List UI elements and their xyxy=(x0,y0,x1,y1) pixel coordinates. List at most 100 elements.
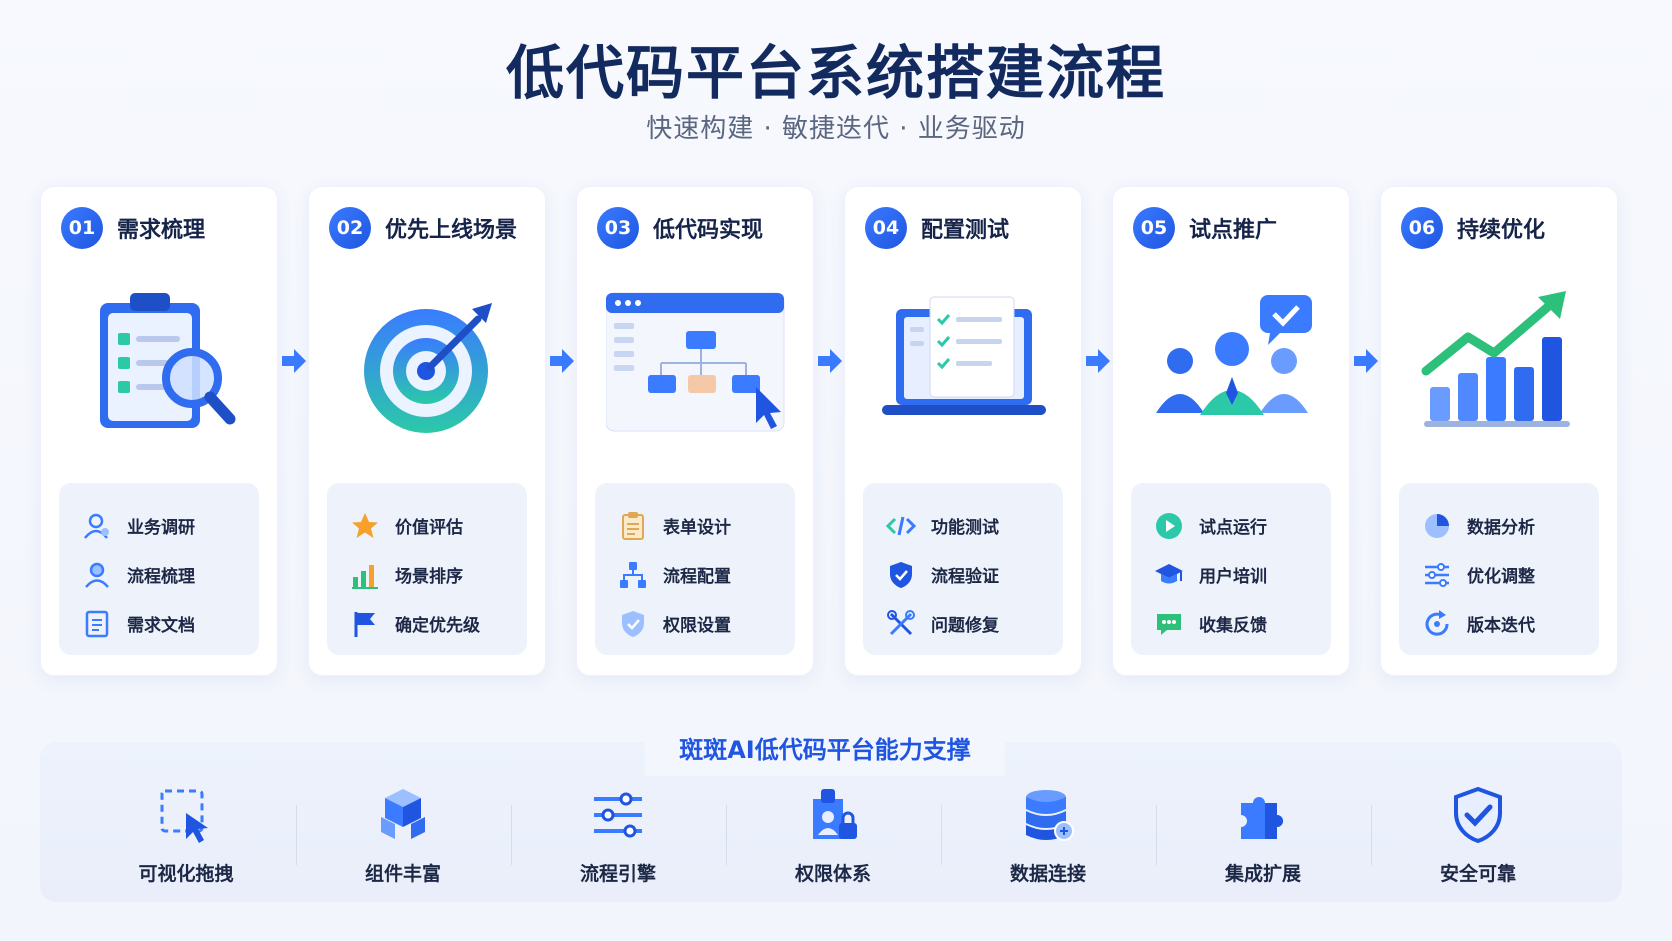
list-item: 权限设置 xyxy=(617,599,795,648)
capability-item: 数据连接 xyxy=(958,785,1138,886)
task-label: 需求文档 xyxy=(127,616,195,636)
flow-editor-icon xyxy=(606,292,785,432)
step-number: 02 xyxy=(329,207,371,249)
task-label: 问题修复 xyxy=(931,616,999,636)
task-label: 功能测试 xyxy=(931,518,999,538)
star-icon xyxy=(352,512,378,538)
team-icon xyxy=(1156,295,1312,415)
cubes-icon xyxy=(381,789,425,839)
list-item: 问题修复 xyxy=(885,599,1063,648)
capability-label: 数据连接 xyxy=(1009,863,1086,885)
list-item: 数据分析 xyxy=(1421,501,1599,550)
list-item: 需求文档 xyxy=(81,599,259,648)
list-item: 收集反馈 xyxy=(1153,599,1331,648)
divider xyxy=(726,805,727,865)
list-item: 价值评估 xyxy=(349,501,527,550)
list-item: 流程验证 xyxy=(885,550,1063,599)
flow-icon xyxy=(620,561,646,588)
list-item: 业务调研 xyxy=(81,501,259,550)
step-number: 06 xyxy=(1401,207,1443,249)
clipboard-search-icon xyxy=(100,293,236,428)
play-icon xyxy=(1156,512,1182,539)
task-label: 确定优先级 xyxy=(395,616,480,636)
form-icon xyxy=(622,511,644,540)
capability-label: 安全可靠 xyxy=(1439,863,1516,885)
task-label: 流程梳理 xyxy=(127,567,195,587)
task-label: 价值评估 xyxy=(395,518,463,538)
capability-label: 权限体系 xyxy=(794,863,871,885)
puzzle-icon xyxy=(1241,797,1283,839)
step-title: 需求梳理 xyxy=(117,218,206,243)
step-number: 01 xyxy=(61,207,103,249)
task-label: 权限设置 xyxy=(663,616,731,636)
sliders-icon xyxy=(1425,562,1449,587)
capability-item: 集成扩展 xyxy=(1173,785,1353,886)
list-item: 流程配置 xyxy=(617,550,795,599)
step-number: 05 xyxy=(1133,207,1175,249)
list-item: 确定优先级 xyxy=(349,599,527,648)
step-card-2: 02 优先上线场景 价值评估 场景排序 确定优先级 xyxy=(308,186,546,676)
capability-item: 组件丰富 xyxy=(313,785,493,886)
step-number: 03 xyxy=(597,207,639,249)
pie-chart-icon xyxy=(1425,513,1449,538)
user-lock-icon xyxy=(813,789,857,839)
divider xyxy=(296,805,297,865)
list-item: 场景排序 xyxy=(349,550,527,599)
arrow-right-icon xyxy=(282,349,306,373)
divider xyxy=(1156,805,1157,865)
capability-item: 流程引擎 xyxy=(528,785,708,886)
step-task-list: 表单设计 流程配置 权限设置 xyxy=(595,483,795,655)
list-item: 试点运行 xyxy=(1153,501,1331,550)
user-flow-icon xyxy=(85,562,109,588)
shield-icon xyxy=(622,610,644,637)
laptop-checklist-icon xyxy=(882,296,1046,415)
growth-chart-icon xyxy=(1421,291,1570,427)
task-label: 流程配置 xyxy=(663,567,731,587)
step-card-5: 05 试点推广 试点运行 用户培训 xyxy=(1112,186,1350,676)
step-title: 持续优化 xyxy=(1457,218,1546,243)
capability-label: 集成扩展 xyxy=(1224,863,1301,885)
task-label: 业务调研 xyxy=(127,518,195,538)
document-icon xyxy=(85,610,109,637)
arrow-right-icon xyxy=(1086,349,1110,373)
step-task-list: 数据分析 优化调整 版本迭代 xyxy=(1399,483,1599,655)
step-card-4: 04 配置测试 功能测试 流程验证 xyxy=(844,186,1082,676)
step-card-1: 01 需求梳理 业务调研 流程梳理 xyxy=(40,186,278,676)
task-label: 表单设计 xyxy=(663,518,731,538)
task-label: 优化调整 xyxy=(1467,567,1535,587)
capability-label: 流程引擎 xyxy=(579,863,656,885)
step-card-6: 06 持续优化 数据分析 优化调整 版本迭代 xyxy=(1380,186,1618,676)
arrow-right-icon xyxy=(818,349,842,373)
step-task-list: 功能测试 流程验证 问题修复 xyxy=(863,483,1063,655)
step-card-3: 03 低代码实现 表单设计 xyxy=(576,186,814,676)
graduation-cap-icon xyxy=(1155,563,1183,583)
list-item: 优化调整 xyxy=(1421,550,1599,599)
divider xyxy=(1371,805,1372,865)
target-icon xyxy=(364,303,492,433)
bar-chart-icon xyxy=(352,564,378,589)
capability-item: 权限体系 xyxy=(743,785,923,886)
task-label: 试点运行 xyxy=(1199,518,1267,538)
step-number: 04 xyxy=(865,207,907,249)
support-title: 斑斑AI低代码平台能力支撑 xyxy=(645,718,1005,776)
capability-item: 可视化拖拽 xyxy=(96,785,276,886)
tools-icon xyxy=(887,609,915,635)
capability-label: 可视化拖拽 xyxy=(138,863,234,885)
divider xyxy=(941,805,942,865)
task-label: 收集反馈 xyxy=(1199,616,1267,636)
step-task-list: 试点运行 用户培训 收集反馈 xyxy=(1131,483,1331,655)
refresh-icon xyxy=(1425,609,1449,636)
arrow-right-icon xyxy=(550,349,574,373)
process-steps: 01 需求梳理 业务调研 流程梳理 xyxy=(40,186,1622,676)
arrow-right-icon xyxy=(1354,349,1378,373)
task-label: 版本迭代 xyxy=(1467,616,1535,636)
step-title: 试点推广 xyxy=(1189,218,1278,243)
page-title: 低代码平台系统搭建流程 xyxy=(505,39,1166,107)
database-icon xyxy=(1026,790,1074,841)
task-label: 用户培训 xyxy=(1199,567,1267,587)
code-icon xyxy=(885,516,917,535)
step-task-list: 价值评估 场景排序 确定优先级 xyxy=(327,483,527,655)
step-title: 配置测试 xyxy=(921,218,1010,243)
divider xyxy=(511,805,512,865)
step-title: 优先上线场景 xyxy=(385,218,518,243)
